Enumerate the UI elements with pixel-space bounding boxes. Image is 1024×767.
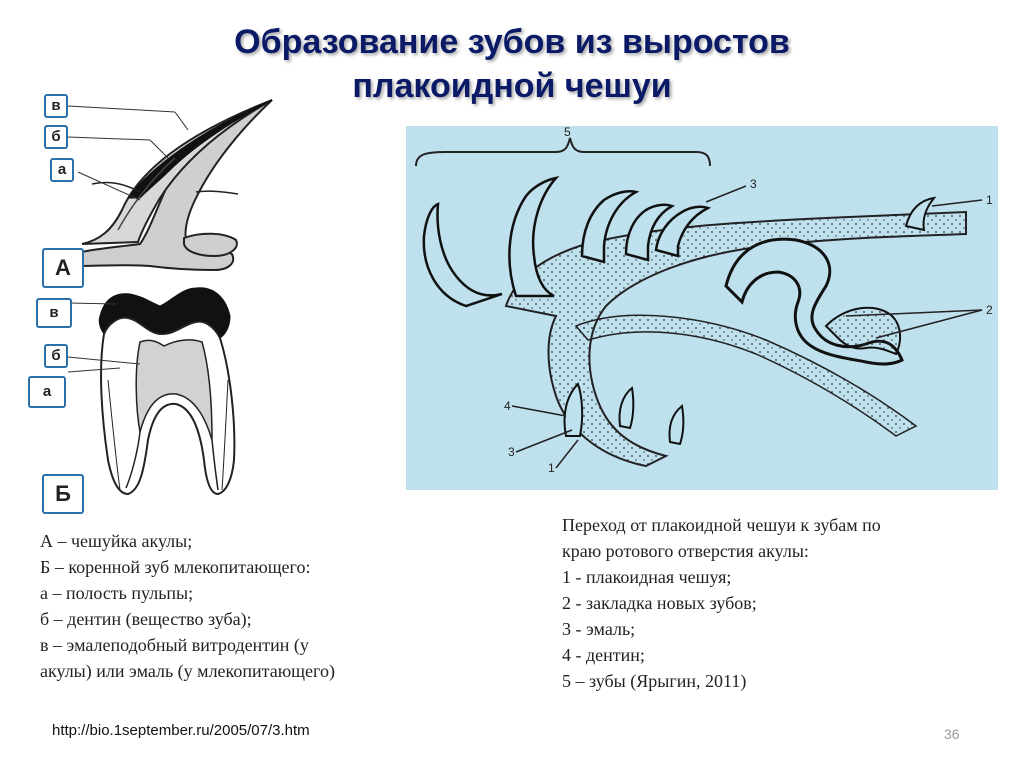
scale-base <box>58 99 273 272</box>
tooth-1 <box>422 202 503 308</box>
left-legend-line: А – чешуйка акулы; <box>40 531 193 551</box>
jaw-tissue-lower <box>574 314 918 437</box>
tooth-5 <box>654 205 712 258</box>
scale-pulp <box>117 157 176 231</box>
slide-title-line2: плакоидной чешуи <box>352 67 672 105</box>
tooth-label-b: б <box>44 344 68 368</box>
placoid-scale-lower-2 <box>618 386 635 430</box>
tooth-germ-1 <box>724 237 904 366</box>
tooth-2 <box>508 176 560 298</box>
left-diagram <box>58 99 273 496</box>
scale-base-line <box>91 181 239 195</box>
right-legend-line: 2 - закладка новых зубов; <box>562 593 757 613</box>
num-3-bottom: 3 <box>508 445 515 459</box>
tooth-label-a: а <box>28 376 66 408</box>
right-legend: Переход от плакоидной чешуи к зубам по к… <box>562 512 881 694</box>
jaw-diagram-panel: 5 1 2 3 4 3 1 <box>406 125 998 490</box>
page-number: 36 <box>944 726 960 742</box>
scale-plate-2 <box>183 232 238 258</box>
left-legend: А – чешуйка акулы; Б – коренной зуб млек… <box>40 528 335 684</box>
left-legend-line: а – полость пульпы; <box>40 583 194 603</box>
num-4: 4 <box>504 399 511 413</box>
teeth-brace <box>415 137 711 167</box>
tooth-germ-2 <box>824 306 902 356</box>
tooth-3 <box>580 190 640 264</box>
placoid-scale-top <box>904 196 937 232</box>
right-legend-line: 3 - эмаль; <box>562 619 636 639</box>
jaw-tissue <box>504 210 967 468</box>
num-3-top: 3 <box>750 177 757 191</box>
molar-drawing <box>67 287 236 496</box>
left-legend-line: в – эмалеподобный витродентин (у <box>40 635 309 655</box>
slide-title-line1: Образование зубов из выростов <box>234 23 790 61</box>
placoid-scale-lower-3 <box>668 404 685 446</box>
scale-label-v: в <box>44 94 68 118</box>
scale-label-b: б <box>44 125 68 149</box>
num-5: 5 <box>564 126 571 139</box>
left-legend-line: б – дентин (вещество зуба); <box>40 609 252 629</box>
placoid-scale-lower-1 <box>563 382 584 437</box>
right-legend-line: Переход от плакоидной чешуи к зубам по <box>562 515 881 535</box>
source-link[interactable]: http://bio.1september.ru/2005/07/3.htm <box>52 722 310 739</box>
right-legend-line: 1 - плакоидная чешуя; <box>562 567 732 587</box>
tooth-4 <box>624 203 676 262</box>
num-2: 2 <box>986 303 993 317</box>
right-legend-line: 5 – зубы (Ярыгин, 2011) <box>562 671 747 691</box>
molar-pulp <box>135 339 213 441</box>
figure-b-label: Б <box>42 474 84 514</box>
shark-scale-drawing <box>58 99 273 272</box>
scale-enamel <box>127 99 273 199</box>
right-legend-line: краю ротового отверстия акулы: <box>562 541 809 561</box>
left-legend-line: акулы) или эмаль (у млекопитающего) <box>40 661 335 681</box>
left-legend-line: Б – коренной зуб млекопитающего: <box>40 557 311 577</box>
slide-title: Образование зубов из выростов плакоидной… <box>0 20 1024 108</box>
figure-a-label: А <box>42 248 84 288</box>
tooth-label-v: в <box>36 298 72 328</box>
num-1-bottom: 1 <box>548 461 555 475</box>
scale-label-a: а <box>50 158 74 182</box>
right-legend-line: 4 - дентин; <box>562 645 645 665</box>
jaw-diagram: 5 1 2 3 4 3 1 <box>415 125 993 475</box>
num-1-top: 1 <box>986 193 993 207</box>
